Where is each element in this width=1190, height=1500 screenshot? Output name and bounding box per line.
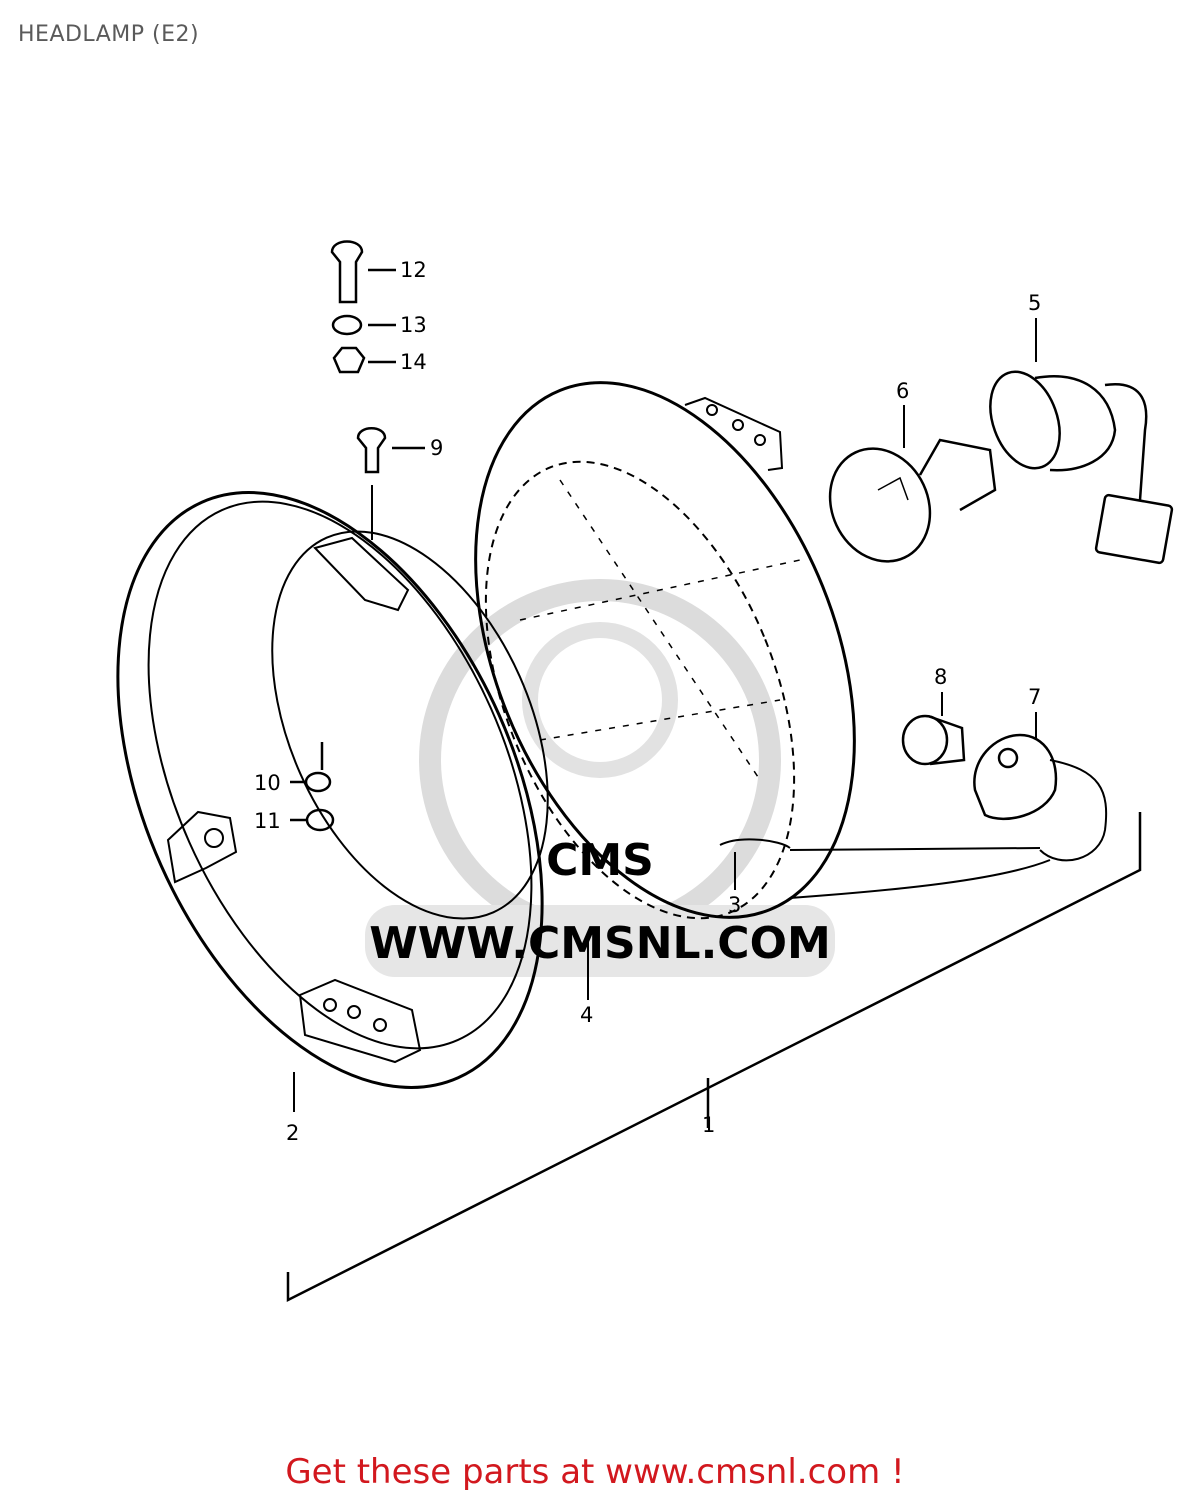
watermark-url-text: WWW.CMSNL.COM: [369, 918, 831, 969]
callout-7: 7: [1028, 685, 1041, 709]
assembly-bracket: [286, 812, 1142, 1303]
mounting-bolt: [330, 240, 396, 304]
shop-parts-link[interactable]: Get these parts at www.cmsnl.com !: [285, 1452, 905, 1492]
page-title: HEADLAMP (E2): [18, 22, 200, 47]
lock-washer: [331, 314, 396, 336]
callout-4: 4: [580, 1003, 593, 1027]
callout-14: 14: [400, 350, 427, 374]
mounting-nut: [332, 346, 396, 374]
rim-screw: [356, 427, 425, 540]
watermark-logo-text: CMS: [546, 835, 654, 886]
callout-2: 2: [286, 1121, 299, 1145]
position-lamp-socket: [973, 712, 1058, 820]
callout-labels: 1 2 3 4 5 6 7 8 9 10 11 12 13 14: [254, 258, 1041, 1145]
callout-10: 10: [254, 771, 281, 795]
adjuster-washer: [290, 808, 335, 832]
callout-8: 8: [934, 665, 947, 689]
callout-11: 11: [254, 809, 281, 833]
adjuster-nut: [290, 742, 332, 793]
headlamp-rim: [116, 491, 549, 1112]
main-bulb: [828, 405, 997, 563]
callout-12: 12: [400, 258, 427, 282]
callout-5: 5: [1028, 291, 1041, 315]
headlamp-lens-unit: [474, 381, 856, 1000]
callout-9: 9: [430, 436, 443, 460]
bulb-socket: [989, 318, 1174, 565]
watermark-logo: CMS WWW.CMSNL.COM: [365, 579, 835, 977]
callout-13: 13: [400, 313, 427, 337]
callout-1: 1: [702, 1113, 715, 1137]
callout-3: 3: [728, 893, 741, 917]
position-bulb: [901, 692, 966, 766]
wiring-harness: [719, 759, 1108, 899]
callout-6: 6: [896, 379, 909, 403]
